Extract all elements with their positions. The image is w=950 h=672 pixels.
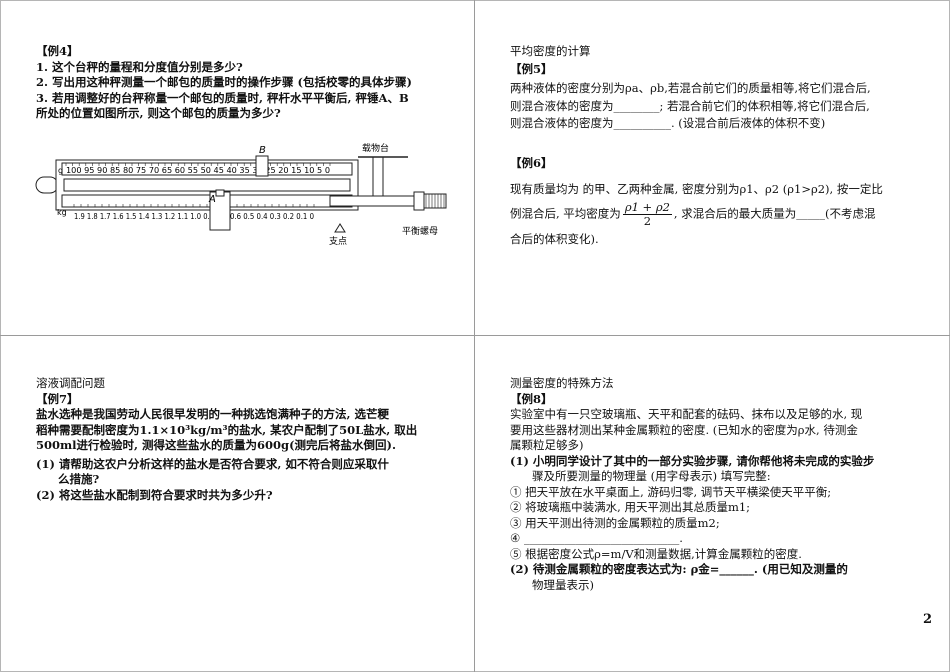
example-4-question-1: 1. 这个台秤的量程和分度值分别是多少? bbox=[36, 59, 243, 74]
fraction-denominator: 2 bbox=[643, 214, 652, 228]
example-8-step-4: ④ ___________________________. bbox=[510, 531, 683, 545]
example-7-line-5: 么措施? bbox=[58, 472, 100, 486]
upper-scale-ticks bbox=[65, 163, 331, 166]
balance-nut bbox=[413, 191, 425, 211]
example-8-line-7: 物理量表示) bbox=[532, 577, 594, 592]
example-8-step-3: ③ 用天平测出待测的金属颗粒的质量m2; bbox=[510, 515, 720, 530]
example-7-line-3: 500ml进行检验时, 测得这些盐水的质量为600g(测完后将盐水倒回). bbox=[36, 438, 396, 452]
example-5-heading: 平均密度的计算 bbox=[510, 44, 591, 58]
weight-a-label: A bbox=[208, 194, 216, 205]
example-6-line-2b: , 求混合后的最大质量为_____(不考虑混 bbox=[673, 206, 876, 221]
example-4-question-2: 2. 写出用这种秤测量一个邮包的质量时的操作步骤 (包括校零的具体步骤) bbox=[36, 75, 412, 89]
lower-unit-label: kg bbox=[57, 208, 67, 217]
upper-unit-label: g bbox=[58, 166, 63, 175]
example-5-tag: 【例5】 bbox=[510, 61, 553, 76]
horizontal-divider bbox=[0, 335, 950, 336]
example-8-heading: 测量密度的特殊方法 bbox=[510, 376, 614, 390]
weight-a-cap bbox=[215, 189, 225, 197]
example-7-line-6: (2) 将这些盐水配制到符合要求时共为多少升? bbox=[36, 487, 273, 502]
example-4-tag: 【例4】 bbox=[36, 44, 79, 58]
example-8-step-2: ② 将玻璃瓶中装满水, 用天平测出其总质量m1; bbox=[510, 500, 751, 514]
example-7-tag: 【例7】 bbox=[36, 391, 79, 406]
example-4: 【例4】 1. 这个台秤的量程和分度值分别是多少? 2. 写出用这种秤测量一个邮… bbox=[36, 44, 412, 122]
beam-slot bbox=[63, 178, 351, 192]
example-7-heading: 溶液调配问题 bbox=[36, 376, 105, 390]
upper-scale-labels: 100 95 90 85 80 75 70 65 60 55 50 45 40 … bbox=[66, 166, 330, 175]
lower-scale-right-labels: 0.6 0.5 0.4 0.3 0.2 0.1 0 bbox=[230, 212, 314, 221]
example-6-line-2a: 例混合后, 平均密度为 bbox=[510, 206, 621, 221]
example-8-step-1: ① 把天平放在水平桌面上, 游码归零, 调节天平横梁使天平平衡; bbox=[510, 484, 832, 499]
example-8-tag: 【例8】 bbox=[510, 391, 553, 406]
example-8-line-2: 要用这些器材测出某种金属颗粒的密度. (已知水的密度为ρ水, 待测金 bbox=[510, 422, 858, 437]
nut-thread-lines bbox=[425, 194, 445, 208]
scale-figure: g 100 95 90 85 80 75 70 65 60 55 50 45 4… bbox=[35, 142, 447, 247]
example-8: 测量密度的特殊方法 【例8】 实验室中有一只空玻璃瓶、天平和配套的砝码、抹布以及… bbox=[510, 376, 874, 593]
example-8-line-1: 实验室中有一只空玻璃瓶、天平和配套的砝码、抹布以及足够的水, 现 bbox=[510, 407, 863, 421]
example-7-line-1: 盐水选种是我国劳动人民很早发明的一种挑选饱满种子的方法, 选芒粳 bbox=[36, 407, 390, 421]
fraction-numerator: ρ1 + ρ2 bbox=[622, 200, 672, 215]
example-5: 平均密度的计算 【例5】 两种液体的密度分别为ρa、ρb,若混合前它们的质量相等… bbox=[510, 44, 871, 132]
lower-scale-left-labels: 1.9 1.8 1.7 1.6 1.5 1.4 1.3 1.2 1.1 1.0 … bbox=[74, 212, 214, 221]
page-number: 2 bbox=[922, 612, 932, 627]
example-8-step-5: ⑤ 根据密度公式ρ=m/V和测量数据,计算金属颗粒的密度. bbox=[510, 546, 802, 561]
example-6: 【例6】 现有质量均为 的甲、乙两种金属, 密度分别为ρ1、ρ2 (ρ1>ρ2)… bbox=[510, 156, 883, 248]
example-7-line-2: 稻种需要配制密度为1.1×10³kg/m³的盐水, 某农户配制了50L盐水, 取… bbox=[36, 422, 418, 437]
nut-label: 平衡螺母 bbox=[402, 225, 438, 237]
example-8-line-6: (2) 待测金属颗粒的密度表达式为: ρ金=______. (用已知及测量的 bbox=[510, 562, 848, 576]
weight-b bbox=[255, 155, 269, 177]
upper-scale-strip bbox=[61, 162, 353, 176]
example-7: 溶液调配问题 【例7】 盐水选种是我国劳动人民很早发明的一种挑选饱满种子的方法,… bbox=[36, 376, 417, 503]
example-5-line-2: 则混合液体的密度为________; 若混合前它们的体积相等,将它们混合后, bbox=[510, 98, 870, 113]
pivot-triangle bbox=[334, 223, 346, 233]
example-4-question-3b: 所处的位置如图所示, 则这个邮包的质量为多少? bbox=[36, 106, 281, 120]
right-arm bbox=[329, 195, 415, 207]
example-6-line-3: 合后的体积变化). bbox=[510, 232, 599, 246]
pivot-label: 支点 bbox=[329, 235, 347, 247]
example-5-line-1: 两种液体的密度分别为ρa、ρb,若混合前它们的质量相等,将它们混合后, bbox=[510, 81, 871, 95]
example-6-line-1: 现有质量均为 的甲、乙两种金属, 密度分别为ρ1、ρ2 (ρ1>ρ2), 按一定… bbox=[510, 181, 883, 196]
beam-left-knob bbox=[35, 176, 59, 194]
tray-label: 载物台 bbox=[362, 142, 389, 154]
example-5-line-3: 则混合液体的密度为__________. (设混合前后液体的体积不变) bbox=[510, 116, 826, 130]
example-8-line-3: 属颗粒足够多) bbox=[510, 438, 584, 452]
example-6-tag: 【例6】 bbox=[510, 156, 553, 170]
vertical-divider bbox=[474, 0, 475, 672]
example-4-question-3a: 3. 若用调整好的台秤称量一个邮包的质量时, 秤杆水平平衡后, 秤锤A、B bbox=[36, 90, 409, 105]
example-8-line-5: 骤及所要测量的物理量 (用字母表示) 填写完整: bbox=[532, 469, 771, 483]
example-8-line-4: (1) 小明同学设计了其中的一部分实验步骤, 请你帮他将未完成的实验步 bbox=[510, 453, 875, 468]
example-7-line-4: (1) 请帮助这农户分析这样的盐水是否符合要求, 如不符合则应采取什 bbox=[36, 456, 389, 471]
weight-b-label: B bbox=[259, 145, 266, 156]
